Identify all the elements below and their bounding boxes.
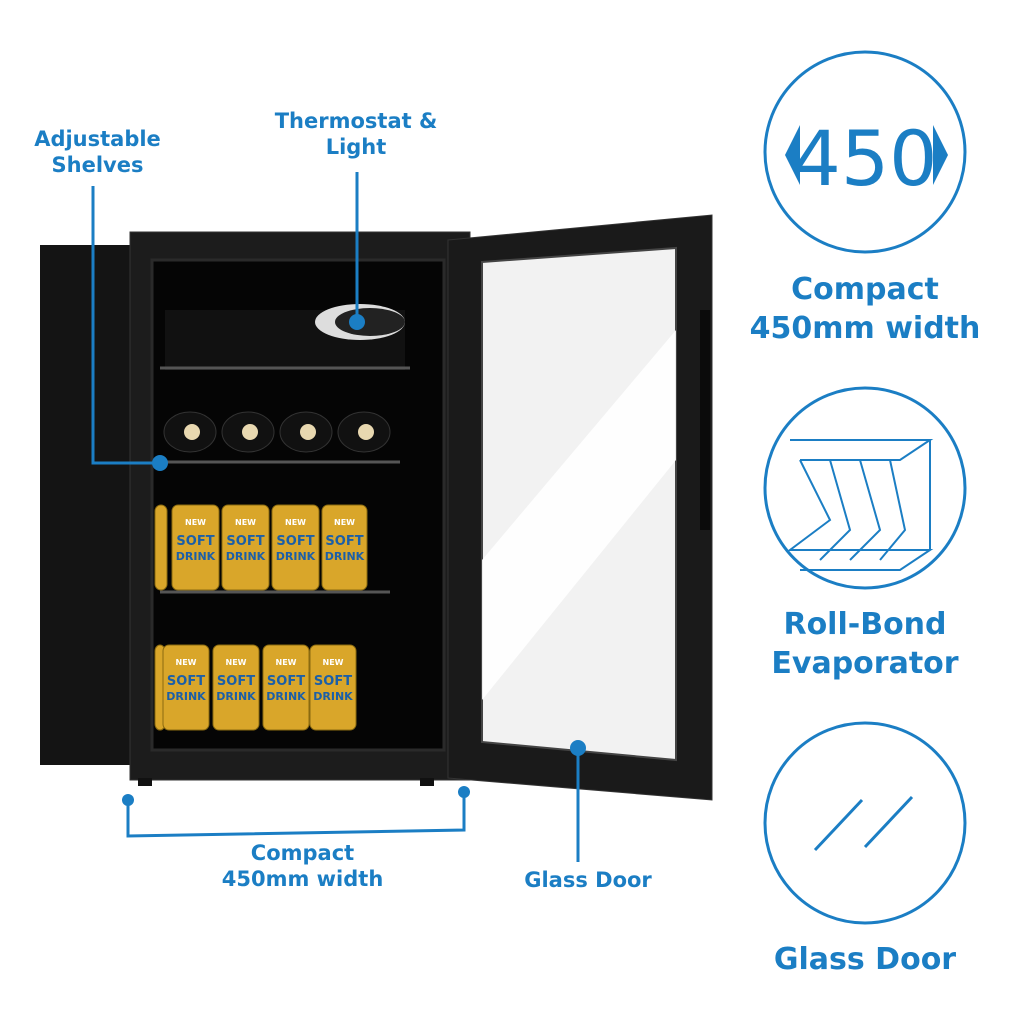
svg-text:NEW: NEW	[334, 518, 355, 527]
glass-door	[447, 214, 713, 801]
glass-door-icon	[763, 721, 967, 925]
svg-text:DRINK: DRINK	[176, 550, 216, 563]
svg-text:DRINK: DRINK	[313, 690, 353, 703]
svg-text:SOFT: SOFT	[176, 534, 214, 549]
svg-text:DRINK: DRINK	[325, 550, 365, 563]
bottle	[279, 411, 333, 453]
svg-text:DRINK: DRINK	[266, 690, 306, 703]
feature-glass-door: Glass Door	[773, 942, 957, 977]
roll-bond-evaporator-icon	[763, 386, 967, 590]
svg-text:SOFT: SOFT	[267, 674, 305, 689]
width-450-icon	[763, 50, 967, 254]
callout-lines	[91, 172, 580, 862]
svg-text:DRINK: DRINK	[226, 550, 266, 563]
door-callout: Glass Door	[524, 868, 652, 892]
width-callout-dot	[458, 786, 470, 798]
svg-text:DRINK: DRINK	[276, 550, 316, 563]
svg-text:SOFT: SOFT	[314, 674, 352, 689]
bottle	[163, 411, 217, 453]
svg-text:NEW: NEW	[185, 518, 206, 527]
soda-can	[154, 504, 168, 591]
svg-text:NEW: NEW	[285, 518, 306, 527]
svg-text:NEW: NEW	[226, 658, 247, 667]
svg-text:SOFT: SOFT	[325, 534, 363, 549]
door-callout-dot	[570, 740, 586, 756]
svg-text:NEW: NEW	[176, 658, 197, 667]
svg-text:SOFT: SOFT	[217, 674, 255, 689]
svg-text:DRINK: DRINK	[216, 690, 256, 703]
svg-text:SOFT: SOFT	[167, 674, 205, 689]
svg-text:NEW: NEW	[235, 518, 256, 527]
beverage-fridge: SOFTDRINKNEWSOFTDRINKNEWSOFTDRINKNEWSOFT…	[40, 231, 471, 786]
svg-text:NEW: NEW	[323, 658, 344, 667]
thermostat-callout: Thermostat &Light	[274, 109, 438, 160]
svg-text:SOFT: SOFT	[226, 534, 264, 549]
door-handle	[700, 310, 710, 530]
width-450-text: 450	[792, 114, 937, 203]
glass-line	[863, 795, 914, 849]
width-callout-dot	[122, 794, 134, 806]
svg-text:SOFT: SOFT	[276, 534, 314, 549]
bottle	[337, 411, 391, 453]
shelf-callout-dot	[152, 455, 168, 471]
svg-text:DRINK: DRINK	[166, 690, 206, 703]
evaporator-glyph	[787, 439, 934, 571]
glass-line	[813, 798, 864, 852]
bottle	[221, 411, 275, 453]
arrow-right-icon	[933, 125, 948, 185]
thermostat-callout-dot	[349, 314, 365, 330]
svg-text:NEW: NEW	[276, 658, 297, 667]
arrow-left-icon	[785, 125, 800, 185]
